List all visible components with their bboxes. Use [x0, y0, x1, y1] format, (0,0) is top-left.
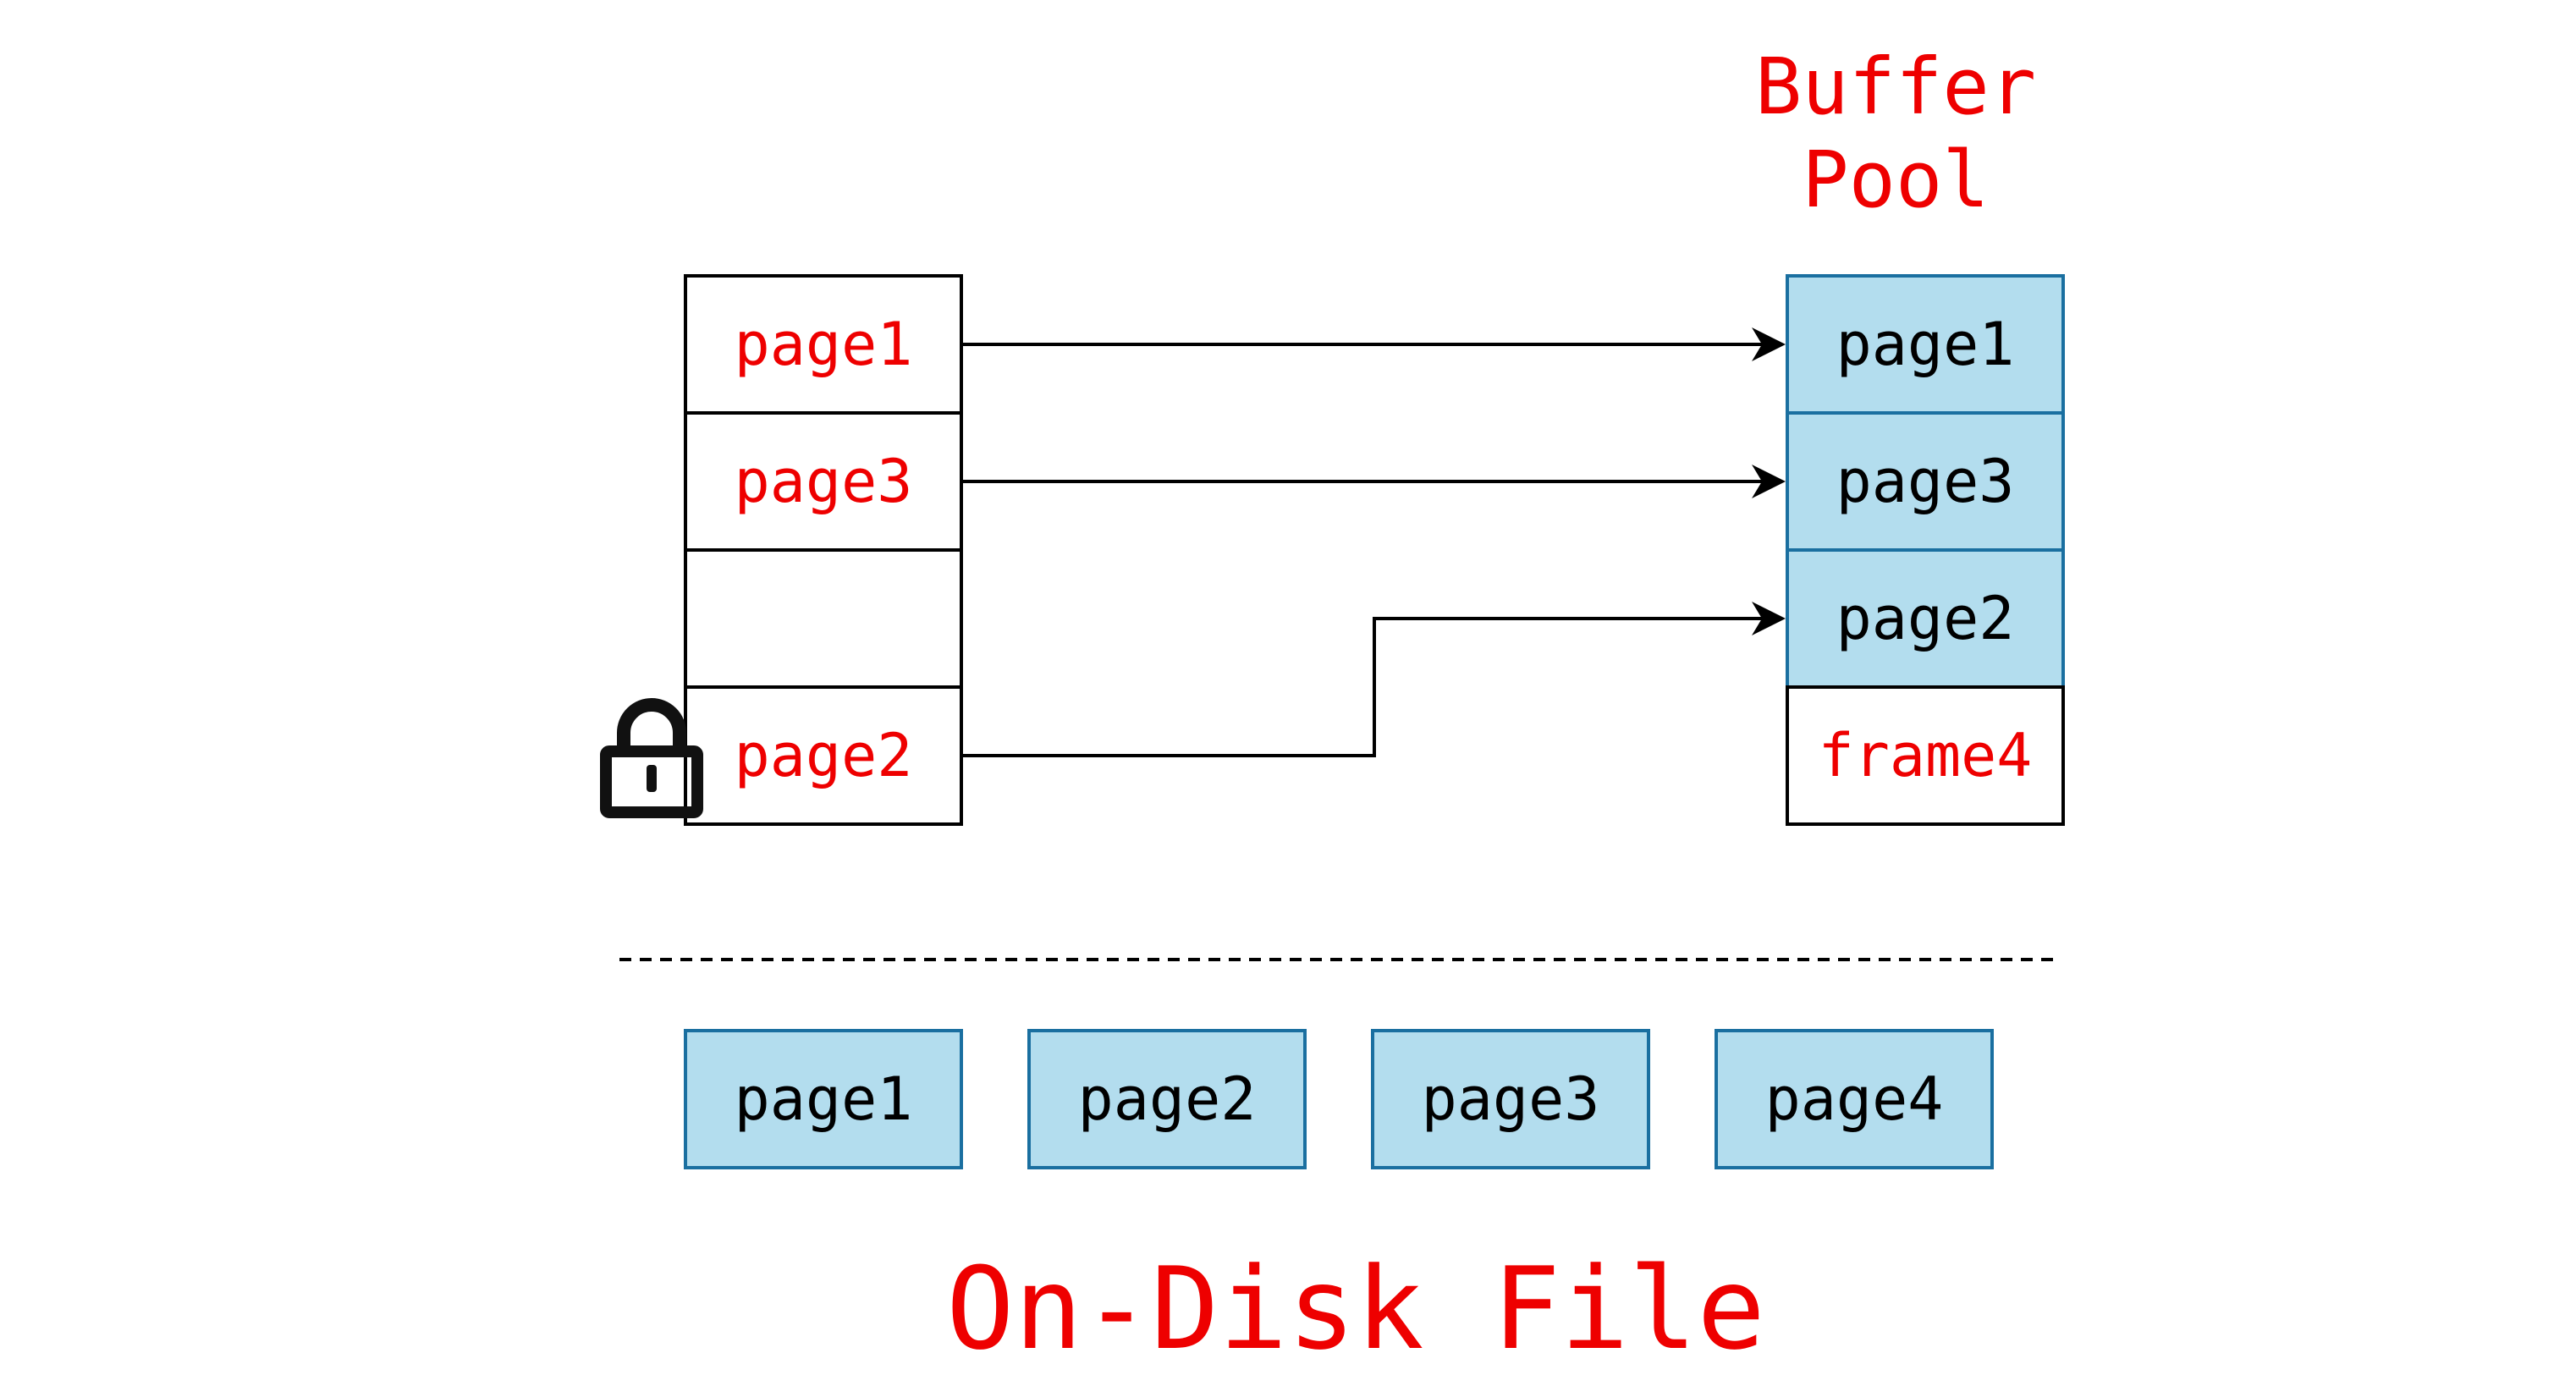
- buffer-frame-4: frame4: [1786, 685, 2065, 826]
- page-table-entry-4: page2: [684, 685, 963, 826]
- buffer-frame-1: page1: [1786, 274, 2065, 415]
- buffer-frame-label: frame4: [1818, 721, 2033, 790]
- disk-page-label: page1: [734, 1064, 913, 1134]
- page-table-entry-1: page1: [684, 274, 963, 415]
- mapping-arrow-page2: [963, 602, 1786, 757]
- page-table-entry-label: page1: [734, 310, 913, 379]
- disk-page-1: page1: [684, 1029, 963, 1169]
- buffer-frame-label: page3: [1836, 447, 2015, 516]
- disk-page-label: page4: [1764, 1064, 1944, 1134]
- buffer-pool-title: Buffer Pool: [1726, 41, 2065, 228]
- disk-page-4: page4: [1715, 1029, 1994, 1169]
- page-table-entry-label: page2: [734, 721, 913, 790]
- page-table-entry-label: page3: [734, 447, 913, 516]
- lock-icon: [600, 698, 703, 818]
- buffer-pool-title-line2: Pool: [1802, 135, 1990, 226]
- page-table-entry-2: page3: [684, 411, 963, 552]
- buffer-frame-2: page3: [1786, 411, 2065, 552]
- disk-page-3: page3: [1371, 1029, 1650, 1169]
- disk-page-label: page3: [1421, 1064, 1600, 1134]
- buffer-frame-label: page1: [1836, 310, 2015, 379]
- disk-page-label: page2: [1077, 1064, 1257, 1134]
- disk-page-2: page2: [1027, 1029, 1307, 1169]
- on-disk-file-label: On-Disk File: [945, 1243, 1766, 1375]
- buffer-frame-label: page2: [1836, 584, 2015, 653]
- buffer-pool-title-line1: Buffer: [1754, 41, 2037, 132]
- buffer-frame-3: page2: [1786, 548, 2065, 689]
